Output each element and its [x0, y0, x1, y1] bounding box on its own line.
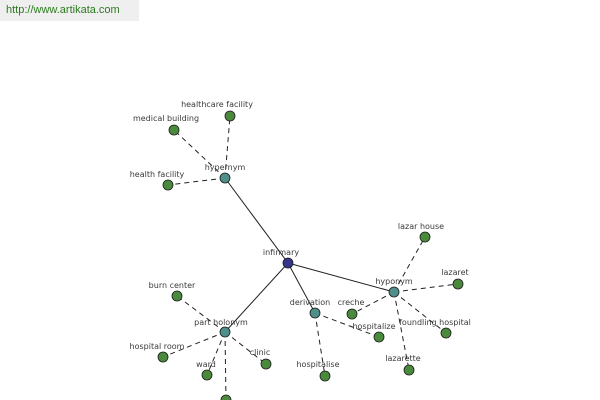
node-creche[interactable] — [346, 308, 358, 320]
edge-infirmary-hyponym — [287, 262, 395, 293]
node-clinic[interactable] — [260, 358, 272, 370]
edge-infirmary-part-holonym — [224, 262, 289, 333]
node-medical-building[interactable] — [168, 124, 180, 136]
label-hospitalise[interactable]: hospitalise — [296, 360, 339, 369]
label-hospitalize[interactable]: hospitalize — [352, 322, 395, 331]
node-ward[interactable] — [201, 369, 213, 381]
node-burn-center[interactable] — [171, 290, 183, 302]
label-lazar-house[interactable]: lazar house — [398, 222, 444, 231]
label-hypernym[interactable]: hypernym — [205, 163, 246, 172]
label-foundling-hospital[interactable]: foundling hospital — [399, 318, 471, 327]
edge-hypernym-healthcare-facility — [224, 115, 231, 179]
node-hospital-truncated[interactable] — [220, 394, 232, 400]
node-hospitalize[interactable] — [373, 331, 385, 343]
node-hospital-room[interactable] — [157, 351, 169, 363]
edge-hypernym-medical-building — [173, 129, 226, 179]
edge-hyponym-lazarette — [393, 291, 410, 371]
label-derivation[interactable]: derivation — [290, 298, 330, 307]
graph-labels: infirmary hypernym part holonym derivation h… — [130, 100, 471, 369]
label-healthcare-facility[interactable]: healthcare facility — [181, 100, 253, 109]
node-derivation[interactable] — [309, 307, 321, 319]
label-lazarette[interactable]: lazarette — [385, 354, 421, 363]
graph-edges — [162, 115, 459, 400]
graph-nodes — [157, 110, 464, 400]
edge-hyponym-creche — [351, 291, 395, 315]
edge-hyponym-foundling-hospital — [393, 291, 447, 334]
node-hospitalise[interactable] — [319, 370, 331, 382]
node-part-holonym[interactable] — [219, 326, 231, 338]
node-lazar-house[interactable] — [419, 231, 431, 243]
node-infirmary[interactable] — [282, 257, 294, 269]
edge-hyponym-lazar-house — [393, 236, 426, 293]
node-hyponym[interactable] — [388, 286, 400, 298]
label-infirmary[interactable]: infirmary — [263, 248, 299, 257]
label-ward[interactable]: ward — [196, 360, 216, 369]
label-part-holonym[interactable]: part holonym — [194, 318, 248, 327]
node-hypernym[interactable] — [219, 172, 231, 184]
label-medical-building[interactable]: medical building — [133, 114, 199, 123]
label-burn-center[interactable]: burn center — [149, 281, 196, 290]
node-health-facility[interactable] — [162, 179, 174, 191]
edge-part-holonym-hospital-truncated — [224, 331, 227, 400]
node-healthcare-facility[interactable] — [224, 110, 236, 122]
source-url-link[interactable]: http://www.artikata.com — [6, 4, 120, 16]
node-lazaret[interactable] — [452, 278, 464, 290]
edge-derivation-hospitalise — [314, 312, 326, 377]
node-lazarette[interactable] — [403, 364, 415, 376]
edge-part-holonym-ward — [206, 331, 226, 376]
label-hyponym[interactable]: hyponym — [375, 277, 413, 286]
label-creche[interactable]: creche — [338, 298, 365, 307]
label-clinic[interactable]: clinic — [250, 348, 271, 357]
edge-part-holonym-burn-center — [176, 295, 226, 333]
node-foundling-hospital[interactable] — [440, 327, 452, 339]
label-lazaret[interactable]: lazaret — [441, 268, 468, 277]
edge-infirmary-hypernym — [224, 177, 289, 264]
edge-derivation-hospitalize — [314, 312, 380, 338]
edge-hyponym-lazaret — [393, 283, 459, 293]
label-hospital-room[interactable]: hospital room — [130, 342, 185, 351]
source-url-banner: http://www.artikata.com — [0, 0, 139, 21]
edge-hypernym-health-facility — [167, 177, 226, 186]
label-health-facility[interactable]: health facility — [130, 170, 185, 179]
edge-part-holonym-hospital-room — [162, 331, 226, 358]
edge-infirmary-derivation — [287, 262, 316, 314]
